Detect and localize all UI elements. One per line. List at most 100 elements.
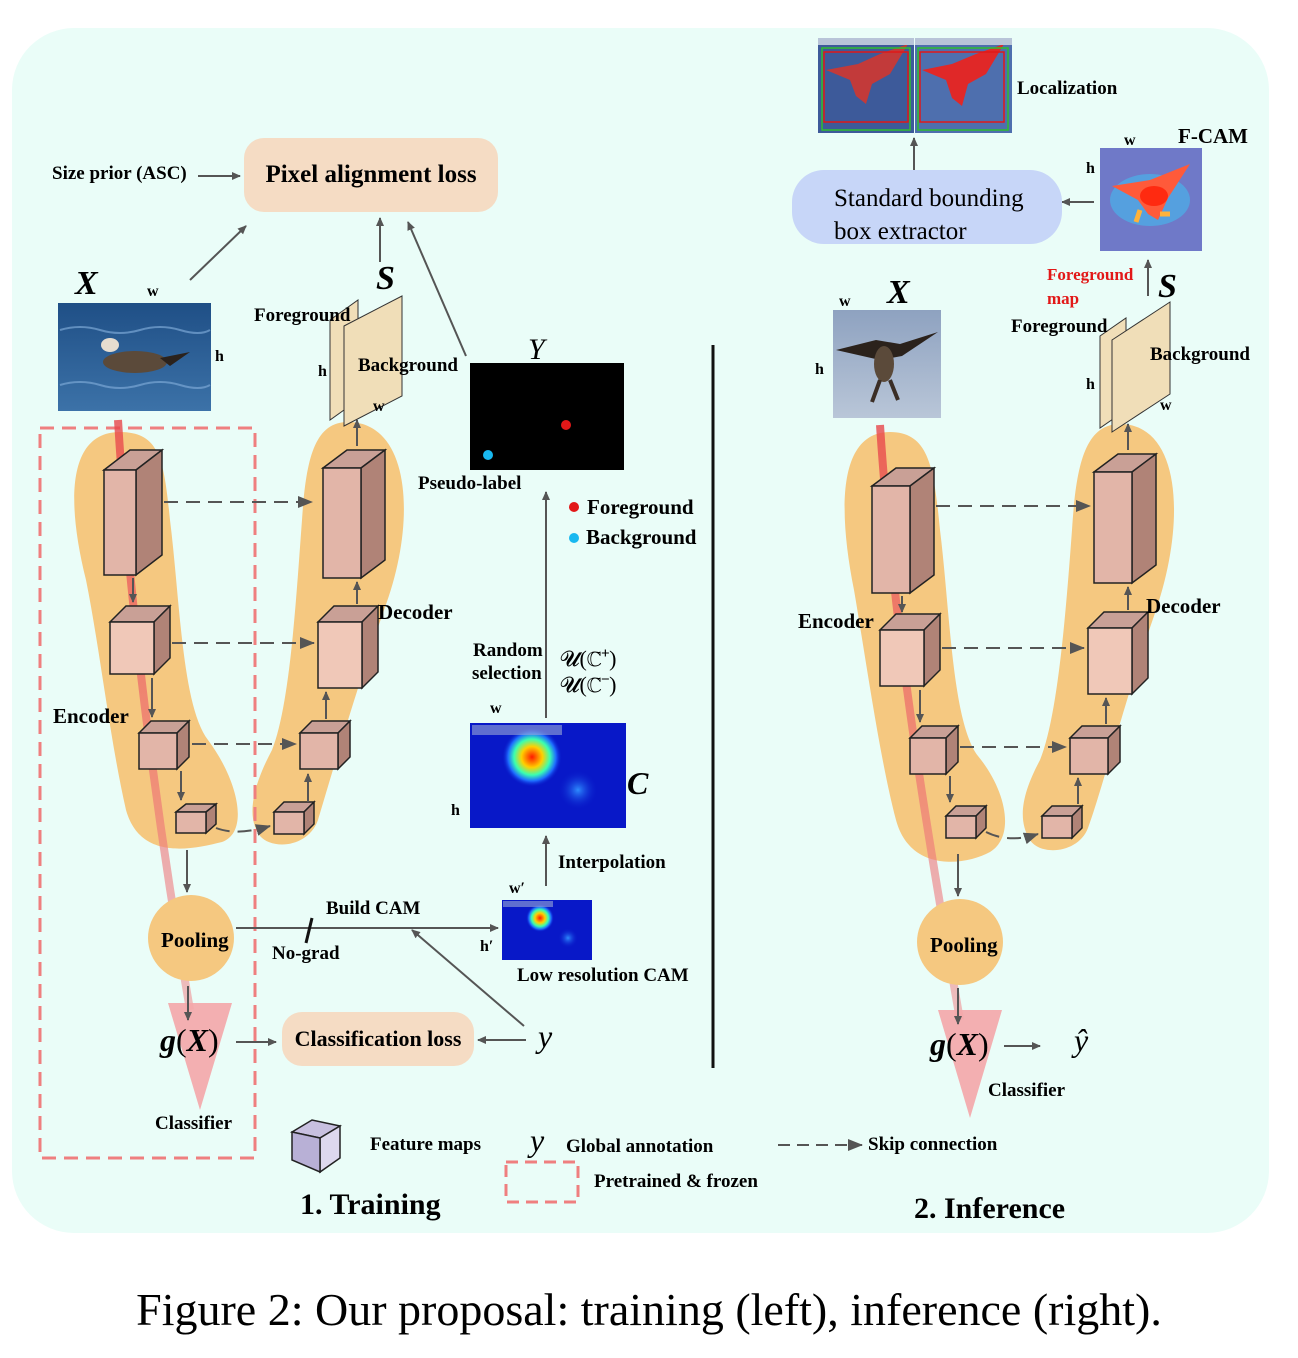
training-input-w: w bbox=[147, 283, 159, 300]
no-grad-stroke bbox=[304, 917, 314, 944]
training-encoder-block-3 bbox=[137, 719, 191, 771]
training-encoder-label: Encoder bbox=[53, 704, 129, 728]
inference-input-image bbox=[833, 310, 941, 418]
legend-background-label: Background bbox=[586, 525, 697, 549]
inference-gx-g: g bbox=[930, 1026, 946, 1062]
low-res-cam-image bbox=[502, 900, 592, 960]
training-output-label: S bbox=[376, 260, 395, 297]
training-encoder-block-4 bbox=[173, 802, 219, 835]
inference-output-planes bbox=[1099, 301, 1171, 433]
inference-foreground-label: Foreground bbox=[1011, 316, 1108, 337]
localization-image-2 bbox=[915, 38, 1012, 133]
training-decoder-block-1 bbox=[320, 448, 388, 580]
cam-label: C bbox=[627, 765, 649, 801]
training-output-h: h bbox=[318, 363, 327, 380]
inference-pooling-circle bbox=[917, 899, 1003, 985]
inference-encoder-block-4 bbox=[944, 804, 988, 840]
low-res-h: h′ bbox=[480, 938, 494, 955]
inference-encoder-block-2 bbox=[878, 612, 942, 688]
training-pooling-circle bbox=[148, 895, 234, 981]
training-input-h: h bbox=[215, 348, 224, 365]
cam-h: h bbox=[451, 802, 460, 819]
training-classifier-label: Classifier bbox=[155, 1113, 233, 1134]
inference-input-label: X bbox=[887, 274, 910, 311]
pseudo-label-title: Y bbox=[528, 333, 545, 366]
y-to-cam-arrow bbox=[411, 929, 525, 1027]
pseudo-to-loss-arrow bbox=[407, 221, 467, 357]
legend-feature-maps: Feature maps bbox=[370, 1134, 481, 1155]
training-output-planes bbox=[329, 295, 403, 427]
cam-w: w bbox=[490, 700, 502, 717]
inference-gx-label: g(X) bbox=[930, 1026, 989, 1062]
inf-skip-connection-4 bbox=[985, 831, 1039, 845]
fcam-image bbox=[1100, 148, 1202, 251]
inference-encoder-block-3 bbox=[908, 724, 960, 776]
interpolation-label: Interpolation bbox=[558, 852, 666, 873]
uniform-positive: 𝓤(ℂ⁺) bbox=[560, 646, 617, 671]
skip-connection-4 bbox=[215, 824, 271, 836]
y-hat-label: ŷ bbox=[1074, 1022, 1089, 1058]
training-input-label: X bbox=[75, 265, 98, 302]
inference-input-h: h bbox=[815, 361, 824, 378]
pixel-alignment-loss-box: Pixel alignment loss bbox=[244, 138, 498, 212]
bbox-extractor-line2: box extractor bbox=[834, 218, 967, 245]
inference-background-label: Background bbox=[1150, 344, 1250, 365]
training-background-label: Background bbox=[358, 355, 458, 376]
inference-decoder-block-1 bbox=[1091, 452, 1159, 585]
inference-decoder-label: Decoder bbox=[1146, 594, 1221, 618]
inference-output-h: h bbox=[1086, 376, 1095, 393]
inference-gx-x: X bbox=[956, 1026, 978, 1062]
build-cam-label: Build CAM bbox=[326, 898, 421, 919]
training-input-image bbox=[58, 303, 211, 411]
training-decoder-block-4 bbox=[272, 800, 316, 836]
inference-input-w: w bbox=[839, 293, 851, 310]
low-res-w: w′ bbox=[509, 880, 526, 897]
training-classifier-head bbox=[168, 1003, 232, 1110]
training-title: 1. Training bbox=[300, 1188, 441, 1221]
no-grad-label: No-grad bbox=[272, 943, 340, 964]
training-gx-g: g bbox=[160, 1022, 176, 1058]
legend-y-symbol: y bbox=[530, 1122, 545, 1158]
foreground-map-line2: map bbox=[1047, 289, 1080, 308]
classification-loss-box: Classification loss bbox=[282, 1012, 474, 1066]
training-output-w: w bbox=[373, 398, 385, 415]
localization-label: Localization bbox=[1017, 78, 1118, 99]
feature-map-legend-icon bbox=[289, 1119, 343, 1174]
training-decoder-block-3 bbox=[298, 719, 352, 771]
bbox-extractor-line1: Standard bounding bbox=[834, 185, 1024, 212]
figure-caption: Figure 2: Our proposal: training (left),… bbox=[136, 1284, 1162, 1335]
inference-title: 2. Inference bbox=[914, 1192, 1066, 1225]
legend-foreground-label: Foreground bbox=[587, 495, 694, 519]
training-decoder-block-2 bbox=[316, 604, 380, 690]
training-gx-label: g(X) bbox=[160, 1022, 219, 1058]
legend-bg-dot bbox=[569, 533, 579, 543]
random-selection-line2: selection bbox=[472, 663, 542, 684]
legend-fg-dot bbox=[569, 502, 579, 512]
inference-pooling-label: Pooling bbox=[930, 933, 998, 957]
inference-encoder-label: Encoder bbox=[798, 609, 874, 633]
fcam-h: h bbox=[1086, 160, 1095, 177]
inference-decoder-block-2 bbox=[1086, 610, 1150, 696]
inference-classifier-head bbox=[938, 1010, 1002, 1118]
pseudo-label-image bbox=[470, 363, 624, 470]
inference-decoder-block-4 bbox=[1040, 804, 1084, 840]
cam-image bbox=[470, 723, 626, 828]
inference-output-w: w bbox=[1160, 397, 1172, 414]
training-encoder-block-2 bbox=[108, 604, 172, 676]
uniform-negative: 𝓤(ℂ⁻) bbox=[560, 672, 617, 697]
inference-output-label: S bbox=[1158, 268, 1177, 305]
legend-global-annotation: Global annotation bbox=[566, 1136, 714, 1157]
random-selection-line1: Random bbox=[473, 640, 543, 661]
size-prior-label: Size prior (ASC) bbox=[52, 163, 187, 184]
low-res-cam-label: Low resolution CAM bbox=[517, 965, 689, 986]
bbox-extractor-box: Standard bounding box extractor bbox=[792, 170, 1062, 245]
pseudo-bg-dot bbox=[483, 450, 493, 460]
frozen-region bbox=[38, 426, 257, 1160]
legend-skip-connection: Skip connection bbox=[868, 1134, 998, 1155]
training-pooling-label: Pooling bbox=[161, 928, 229, 952]
fcam-w: w bbox=[1124, 132, 1136, 149]
inference-classifier-label: Classifier bbox=[988, 1080, 1066, 1101]
inference-encoder-block-1 bbox=[869, 466, 937, 595]
